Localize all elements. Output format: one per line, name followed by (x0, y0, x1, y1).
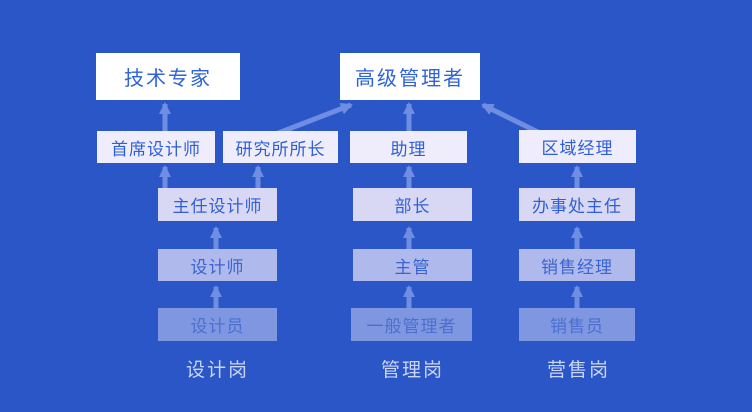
node-supervisor: 主管 (353, 249, 472, 281)
node-office-director: 办事处主任 (519, 188, 635, 221)
node-assistant: 助理 (350, 131, 467, 163)
node-institute-director: 研究所所长 (223, 131, 338, 163)
node-sales-manager: 销售经理 (519, 249, 635, 281)
node-department-head: 部长 (353, 188, 472, 221)
column-label-management: 管理岗 (380, 359, 444, 381)
node-general-manager: 一般管理者 (351, 308, 472, 341)
column-label-sales: 营售岗 (546, 359, 610, 381)
node-tech-expert: 技术专家 (96, 53, 240, 100)
node-designer: 设计师 (158, 249, 277, 281)
node-senior-manager: 高级管理者 (340, 53, 480, 100)
node-salesperson: 销售员 (519, 308, 635, 341)
column-label-design: 设计岗 (185, 359, 249, 381)
node-regional-manager: 区域经理 (519, 130, 636, 163)
node-director-designer: 主任设计师 (158, 188, 277, 221)
node-junior-designer: 设计员 (158, 308, 277, 341)
node-chief-designer: 首席设计师 (97, 131, 215, 163)
